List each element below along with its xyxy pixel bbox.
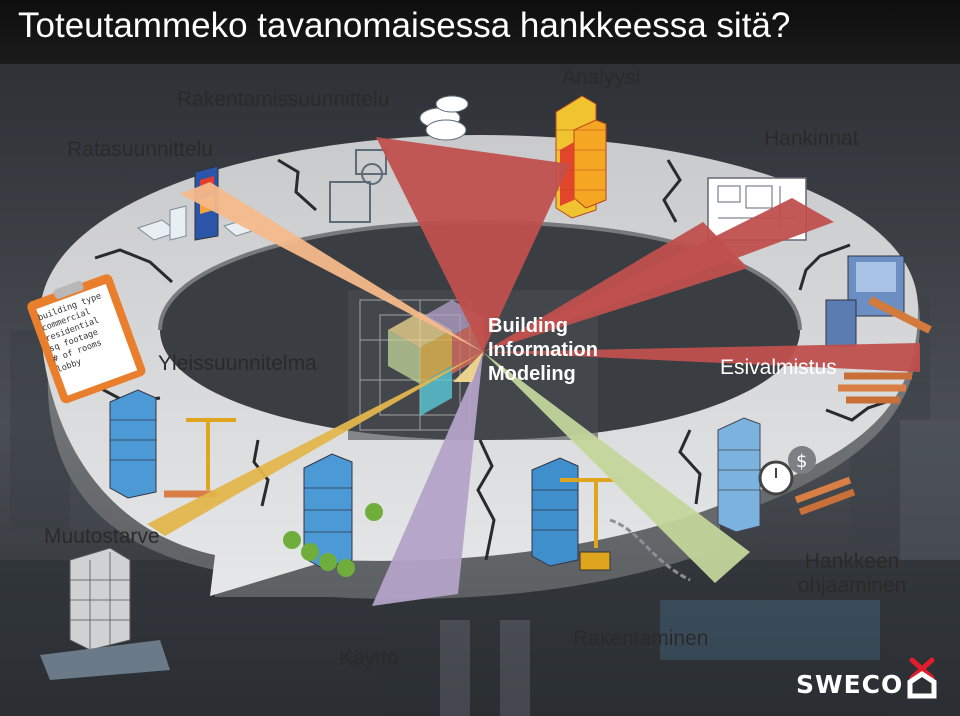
label-hankkeen-ohjaaminen: Hankkeen ohjaaminen bbox=[788, 550, 916, 598]
slide-title: Toteutammeko tavanomaisessa hankkeessa s… bbox=[18, 6, 791, 45]
wedge-hankkeen-ohjaaminen bbox=[483, 352, 750, 583]
label-rakentaminen: Rakentaminen bbox=[573, 627, 709, 650]
wedge-rakentamissuunnittelu bbox=[376, 137, 570, 352]
bim-line-1: Building bbox=[488, 315, 568, 337]
construction-site-icons bbox=[531, 457, 691, 582]
title-bar bbox=[0, 0, 960, 64]
sweco-mark-icon bbox=[907, 657, 937, 699]
wedge-ratasuunnittelu bbox=[180, 182, 483, 352]
label-kaytto: Käyttö bbox=[339, 647, 399, 670]
label-hankinnat: Hankinnat bbox=[764, 127, 859, 150]
clipboard-checklist bbox=[27, 274, 146, 404]
building-in-use-icons bbox=[283, 453, 383, 577]
label-hankkeen-line-1: Hankkeen bbox=[804, 550, 900, 573]
label-muutostarve: Muutostarve bbox=[44, 525, 160, 548]
prefabrication-machine bbox=[825, 255, 932, 347]
wedge-rakentaminen bbox=[453, 352, 483, 382]
wedge-muutostarve bbox=[147, 352, 483, 536]
label-ratasuunnittelu: Ratasuunnittelu bbox=[67, 138, 213, 161]
label-yleissuunnitelma: Yleissuunnitelma bbox=[158, 352, 317, 375]
wedge-kaytto bbox=[372, 352, 483, 606]
svg-text:$: $ bbox=[796, 451, 807, 472]
wedge-esivalmistus bbox=[483, 343, 920, 372]
change-need-ruin bbox=[40, 547, 170, 680]
bim-line-3: Modeling bbox=[488, 363, 576, 385]
bim-line-2: Information bbox=[488, 339, 598, 361]
general-plan-icons bbox=[109, 389, 236, 499]
analysis-model bbox=[555, 95, 607, 219]
label-esivalmistus: Esivalmistus bbox=[720, 356, 837, 379]
project-steering-icons: $ bbox=[717, 417, 856, 533]
label-hankkeen-line-2: ohjaaminen bbox=[797, 574, 907, 598]
bim-title: Building Information Modeling bbox=[488, 314, 618, 386]
label-rakentamissuunnittelu: Rakentamissuunnittelu bbox=[177, 88, 390, 111]
label-analyysi: Analyysi bbox=[562, 66, 641, 89]
phase-wedges bbox=[147, 137, 920, 606]
timber-stack bbox=[838, 372, 912, 404]
sweco-logo: SWECO bbox=[796, 656, 946, 706]
sweco-wordmark: SWECO bbox=[796, 670, 904, 699]
wedge-hankinnat bbox=[483, 198, 834, 352]
construction-design-drawings bbox=[329, 95, 469, 223]
